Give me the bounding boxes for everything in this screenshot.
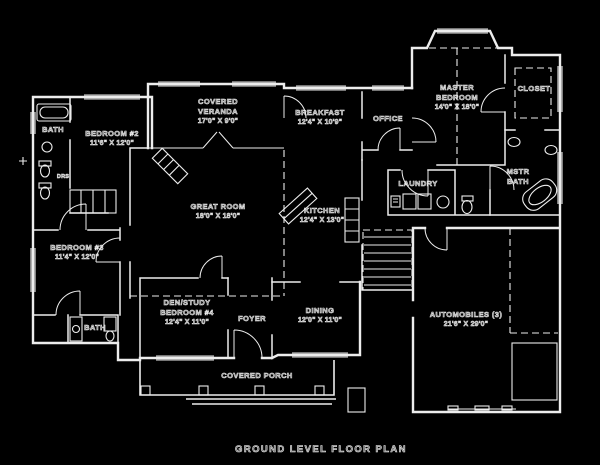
dashed-overhead-lines (130, 47, 558, 334)
kitchen-island (278, 187, 318, 225)
room-name: COVERED (198, 97, 238, 107)
room-label-garage: AUTOMOBILES (3) 21'6" X 29'0" (429, 310, 503, 330)
room-name: LAUNDRY (398, 179, 438, 189)
room-name: MSTR (506, 167, 530, 177)
room-name: BEDROOM (436, 93, 478, 103)
sink-upper-bath (41, 141, 53, 153)
garage-door-threshold (447, 405, 516, 411)
sink-master-1 (507, 136, 521, 148)
fireplace (151, 147, 189, 185)
room-label-foyer: FOYER (238, 314, 266, 324)
room-label-bedroom2: BEDROOM #2 11'6" X 12'0" (85, 129, 139, 149)
toilet-hall (461, 195, 474, 215)
doors (55, 87, 515, 359)
room-name: BATH (84, 323, 106, 333)
room-dimensions: 12'4" X 10'9" (297, 119, 343, 127)
room-label-master-bath: MSTR BATH (506, 167, 530, 187)
room-dimensions: 12'4" X 13'0" (299, 217, 345, 225)
bathtub-upper (36, 103, 72, 122)
room-label-great-room: GREAT ROOM 18'0" X 18'0" (190, 202, 245, 222)
bathtub-master (522, 178, 558, 211)
room-name: OFFICE (373, 114, 403, 124)
room-dimensions: 12'4" X 11'0" (164, 319, 210, 327)
porch-outline (139, 360, 336, 405)
room-label-closet: CLOSET (517, 84, 551, 94)
toilet-lower-bath (103, 316, 117, 342)
room-name: DINING (305, 306, 335, 316)
room-name: BATH (42, 125, 64, 135)
wardrobe-bedroom2 (69, 189, 117, 214)
room-name: VERANDA (198, 107, 238, 117)
room-name: COVERED PORCH (221, 371, 293, 381)
walls-exterior (31, 29, 562, 414)
porch-columns (140, 385, 366, 413)
room-name: BEDROOM #2 (85, 129, 139, 139)
room-dimensions: 14'0" X 18'0" (434, 104, 480, 112)
room-label-den-study: DEN/STUDY BEDROOM #4 12'4" X 11'0" (160, 298, 214, 328)
room-name: MASTER (439, 83, 475, 93)
room-dimensions: 17'0" X 9'0" (197, 118, 239, 126)
room-name: DRS (56, 174, 70, 181)
room-name: BREAKFAST (295, 108, 345, 118)
room-label-bath-lower: BATH (84, 323, 106, 333)
garage-storage (511, 342, 558, 401)
room-dimensions: 11'4" X 12'0" (54, 254, 100, 262)
room-label-kitchen: KITCHEN 12'4" X 13'0" (299, 206, 345, 226)
room-name: AUTOMOBILES (3) (429, 310, 503, 320)
room-name: GREAT ROOM (190, 202, 246, 212)
room-label-bedroom3: BEDROOM #3 11'4" X 12'0" (50, 243, 104, 263)
room-dimensions: 12'0" X 11'0" (297, 317, 343, 325)
toilet-upper-bath (38, 160, 52, 200)
room-name: KITCHEN (303, 206, 341, 216)
room-name: BATH (507, 177, 529, 187)
shower-lower-bath (69, 316, 83, 342)
room-dimensions: 21'6" X 29'0" (443, 321, 489, 329)
room-name: FOYER (238, 314, 266, 324)
room-label-bath-upper: BATH (42, 125, 64, 135)
room-name: BEDROOM #4 (160, 308, 214, 318)
plan-title-text: GROUND LEVEL FLOOR PLAN (235, 444, 407, 456)
room-label-covered-veranda: COVERED VERANDA 17'0" X 9'0" (197, 97, 239, 127)
room-label-dining: DINING 12'0" X 11'0" (298, 306, 342, 326)
room-label-covered-porch: COVERED PORCH (221, 371, 293, 381)
windows (30, 28, 563, 361)
plan-title: GROUND LEVEL FLOOR PLAN (235, 444, 407, 456)
room-label-office: OFFICE (373, 114, 403, 124)
room-label-master-bedroom: MASTER BEDROOM 14'0" X 18'0" (434, 83, 480, 113)
room-dimensions: 11'6" X 12'0" (89, 140, 135, 148)
fixtures (19, 103, 558, 413)
room-name: DEN/STUDY (163, 298, 211, 308)
room-label-dressing: DRS (56, 172, 70, 182)
room-dimensions: 18'0" X 18'0" (195, 213, 241, 221)
kitchen-pantry (344, 197, 360, 243)
room-name: BEDROOM #3 (50, 243, 104, 253)
room-label-laundry: LAUNDRY (398, 179, 437, 189)
room-name: CLOSET (517, 84, 551, 94)
laundry-appliances (390, 193, 450, 210)
sink-master-2 (544, 144, 558, 156)
stairs (364, 236, 411, 286)
room-label-breakfast: BREAKFAST 12'4" X 10'9" (295, 108, 345, 128)
window-cross-mark (19, 157, 27, 165)
